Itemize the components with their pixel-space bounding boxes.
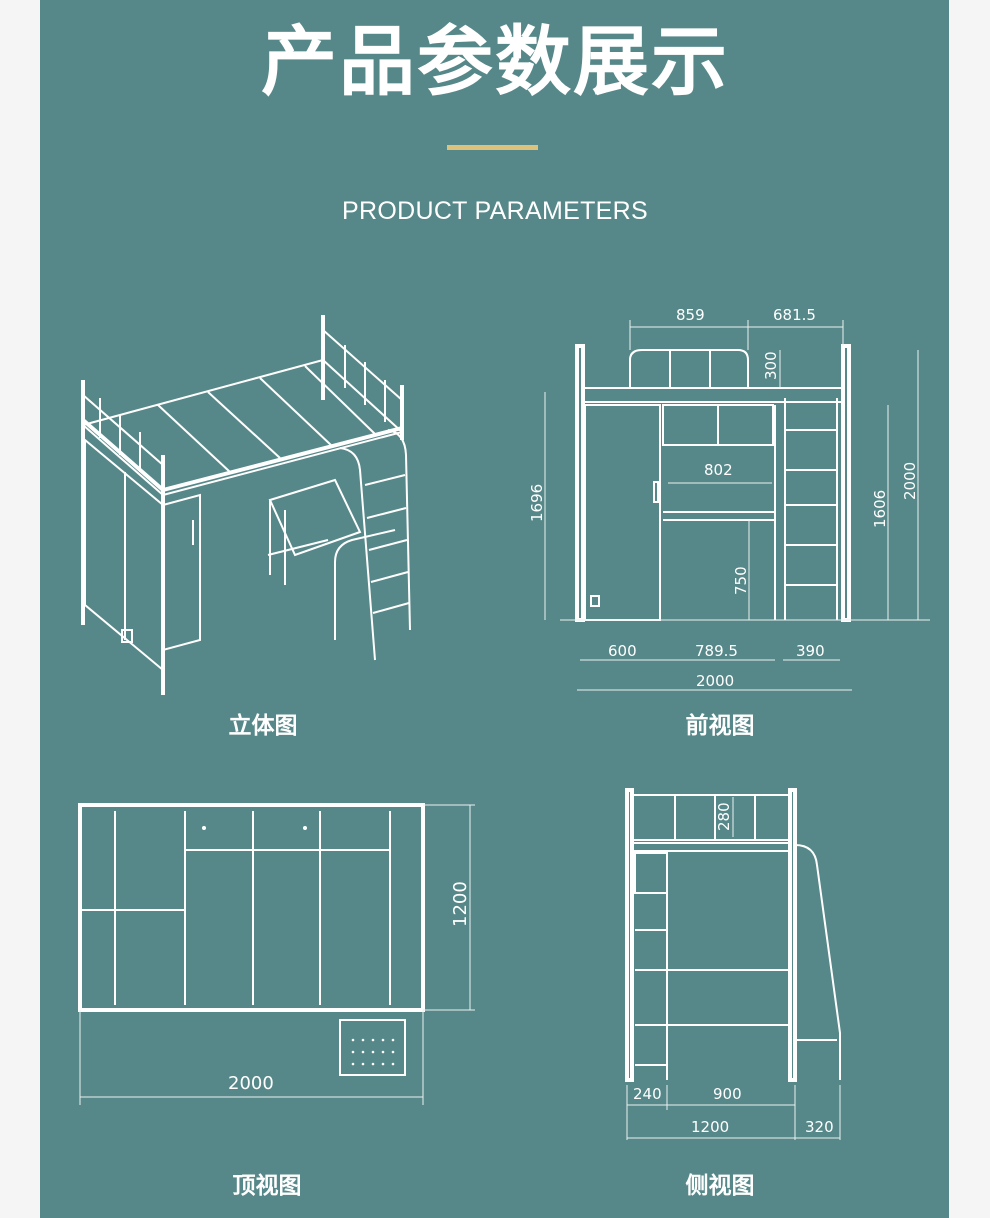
svg-text:240: 240 bbox=[633, 1085, 662, 1103]
page-title: 产品参数展示 bbox=[261, 17, 729, 106]
page-subtitle: PRODUCT PARAMETERS bbox=[342, 197, 648, 225]
svg-text:802: 802 bbox=[704, 461, 733, 479]
svg-text:1200: 1200 bbox=[450, 881, 471, 927]
svg-text:789.5: 789.5 bbox=[695, 642, 738, 660]
svg-text:1606: 1606 bbox=[871, 490, 889, 528]
caption-top-view: 顶视图 bbox=[232, 1173, 302, 1199]
caption-side-view: 侧视图 bbox=[685, 1173, 755, 1199]
top-view-drawing: 1200 2000 bbox=[78, 803, 475, 1105]
svg-text:750: 750 bbox=[732, 566, 750, 595]
svg-text:2000: 2000 bbox=[901, 462, 919, 500]
caption-front-view: 前视图 bbox=[685, 713, 755, 739]
front-view-drawing: 859 681.5 300 1696 1606 2000 802 750 600… bbox=[528, 306, 930, 691]
svg-text:1696: 1696 bbox=[528, 484, 546, 522]
svg-text:390: 390 bbox=[796, 642, 825, 660]
svg-text:2000: 2000 bbox=[696, 672, 734, 690]
background-panel bbox=[40, 0, 949, 1218]
svg-text:2000: 2000 bbox=[228, 1073, 274, 1094]
gold-divider bbox=[447, 145, 538, 150]
caption-isometric: 立体图 bbox=[228, 713, 298, 739]
svg-text:900: 900 bbox=[713, 1085, 742, 1103]
svg-text:1200: 1200 bbox=[691, 1118, 729, 1136]
svg-text:681.5: 681.5 bbox=[773, 306, 816, 324]
side-view-drawing: 280 240 900 1200 320 bbox=[625, 788, 841, 1140]
svg-text:600: 600 bbox=[608, 642, 637, 660]
svg-text:320: 320 bbox=[805, 1118, 834, 1136]
svg-text:280: 280 bbox=[715, 802, 733, 831]
svg-text:300: 300 bbox=[762, 351, 780, 380]
svg-text:859: 859 bbox=[676, 306, 705, 324]
isometric-drawing bbox=[80, 315, 411, 695]
